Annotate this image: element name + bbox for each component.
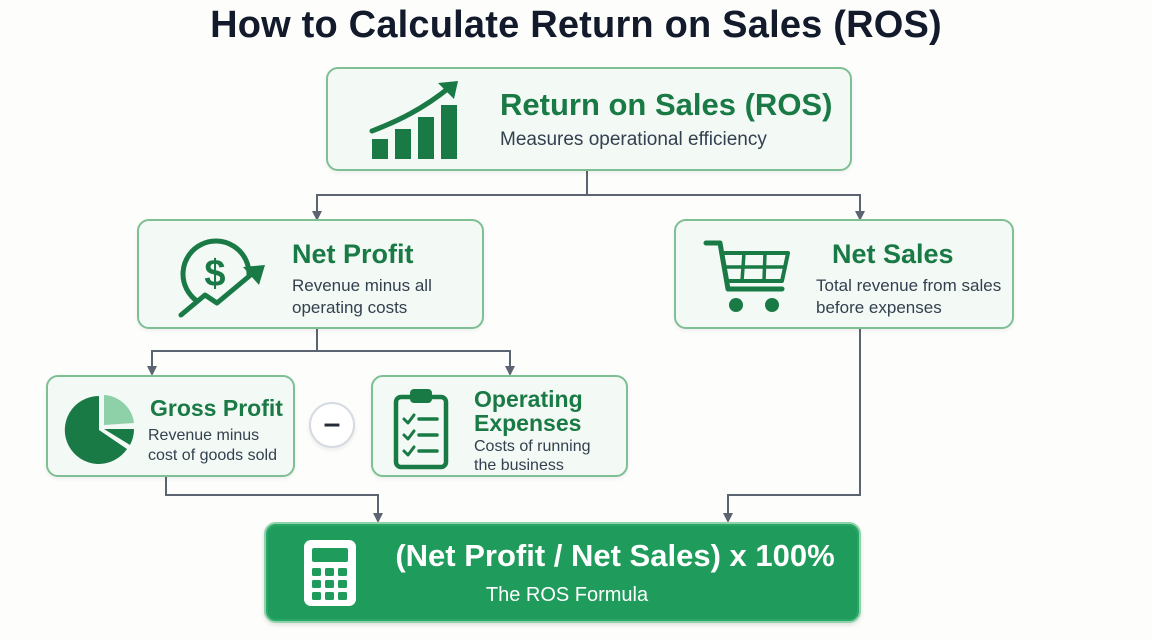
formula-node: (Net Profit / Net Sales) x 100% The ROS … — [264, 522, 861, 623]
net-profit-node: $ Net Profit Revenue minus all operating… — [137, 219, 484, 329]
diagram-title: How to Calculate Return on Sales (ROS) — [210, 4, 942, 46]
ros-heading: Return on Sales (ROS) — [500, 87, 833, 122]
growth-chart-icon — [369, 81, 458, 159]
connector-gross-profit-to-formula — [165, 477, 383, 523]
gross-profit-heading: Gross Profit — [150, 395, 283, 421]
dollar-growth-icon: $ — [178, 238, 265, 318]
net-sales-node: Net Sales Total revenue from sales befor… — [674, 219, 1014, 329]
connector-net-profit-to-gross-profit — [147, 329, 318, 376]
connector-ros-to-net-profit — [312, 171, 588, 221]
gross-profit-node: Gross Profit Revenue minus cost of goods… — [46, 375, 295, 477]
svg-text:$: $ — [204, 253, 225, 295]
minus-operator: – — [309, 402, 355, 448]
gross-profit-description: Revenue minus cost of goods sold — [148, 427, 277, 464]
pie-chart-icon — [64, 395, 134, 464]
ros-node: Return on Sales (ROS) Measures operation… — [326, 67, 852, 171]
net-sales-heading: Net Sales — [832, 239, 954, 269]
shopping-cart-icon — [703, 240, 790, 312]
formula-expression: (Net Profit / Net Sales) x 100% — [395, 538, 835, 573]
calculator-icon — [304, 540, 356, 606]
net-sales-description: Total revenue from sales before expenses — [816, 276, 1002, 317]
ros-description: Measures operational efficiency — [500, 129, 767, 150]
formula-caption: The ROS Formula — [485, 584, 649, 606]
operating-expenses-heading: Operating Expenses — [474, 386, 583, 436]
net-profit-description: Revenue minus all operating costs — [292, 276, 432, 317]
connector-ros-to-net-sales — [587, 194, 865, 221]
connector-net-sales-to-formula — [723, 329, 861, 523]
net-profit-heading: Net Profit — [292, 239, 414, 269]
operating-expenses-node: Operating Expenses Costs of running the … — [371, 375, 628, 477]
operating-expenses-description: Costs of running the business — [474, 438, 591, 474]
connector-net-profit-to-operating-expenses — [317, 350, 515, 376]
checklist-clipboard-icon — [393, 389, 449, 470]
